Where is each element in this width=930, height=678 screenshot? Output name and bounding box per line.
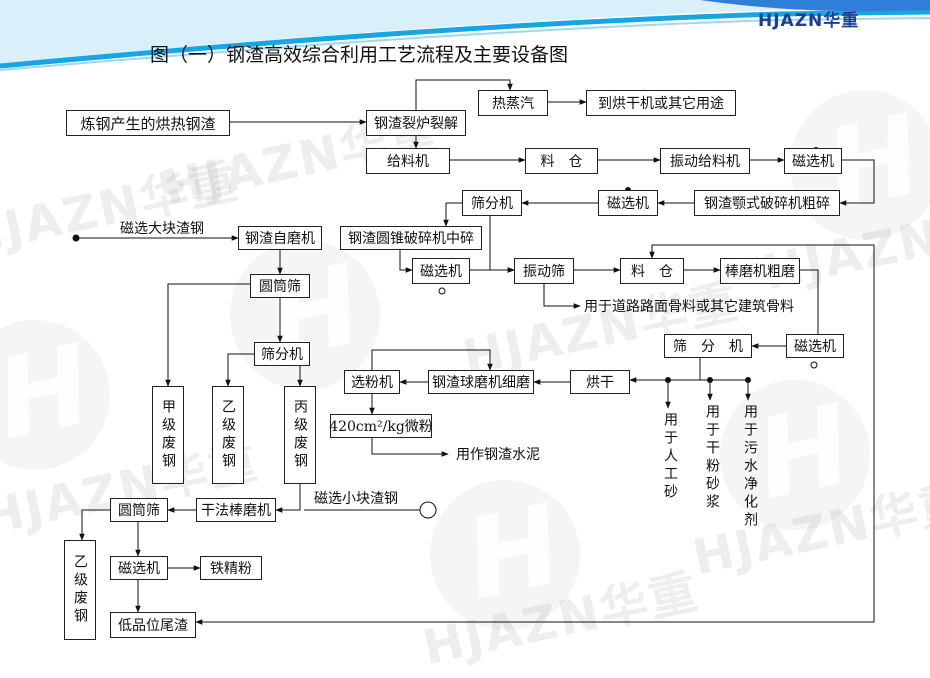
header-band: [0, 0, 930, 71]
drying-box: 烘干: [570, 370, 630, 394]
big-slag-steel-label: 磁选大块渣钢: [120, 221, 204, 237]
vibrating-screen-box: 振动筛: [514, 258, 574, 284]
magnetic-separator-5-box: 磁选机: [110, 556, 168, 580]
magnetic-separator-3-box: 磁选机: [412, 258, 470, 284]
ball-mill-fine-box: 钢渣球磨机细磨: [428, 370, 534, 394]
brand-logo: HJAZN华重: [758, 11, 860, 31]
magnetic-separator-4-box: 磁选机: [786, 334, 844, 358]
pot-crack-box: 钢渣裂炉裂解: [366, 110, 466, 136]
dryer-use-box: 到烘干机或其它用途: [586, 90, 736, 116]
autogenous-mill-box: 钢渣自磨机: [238, 226, 322, 250]
cone-crusher-box: 钢渣圆锥破碎机中碎: [340, 226, 482, 250]
tailings-box: 低品位尾渣: [110, 612, 196, 638]
flow-connectors: [72, 79, 875, 625]
silo-2-box: 料 仓: [620, 258, 684, 284]
page-title: 图（一）钢渣高效综合利用工艺流程及主要设备图: [150, 44, 569, 66]
road-aggregate-label: 用于道路路面骨料或其它建筑骨料: [584, 299, 794, 315]
drum-screen-1-box: 圆筒筛: [250, 274, 310, 298]
grade-a-scrap-box: 甲级废钢: [152, 386, 184, 484]
grade-c-scrap-box: 丙级废钢: [284, 386, 316, 484]
feeder-box: 给料机: [366, 148, 450, 174]
steam-box: 热蒸汽: [478, 90, 548, 116]
cement-label: 用作钢渣水泥: [456, 447, 540, 463]
magnetic-separator-1-box: 磁选机: [784, 148, 842, 174]
vibrating-feeder-box: 振动给料机: [660, 148, 750, 174]
screener-1-box: 筛分机: [462, 190, 522, 216]
iron-powder-box: 铁精粉: [200, 556, 262, 580]
screener-2-box: 筛分机: [254, 342, 310, 366]
hot-slag-box: 炼钢产生的烘热钢渣: [66, 110, 230, 136]
dry-rod-mill-box: 干法棒磨机: [196, 498, 276, 522]
drum-screen-2-box: 圆筒筛: [110, 498, 168, 522]
grade-b-scrap-2-box: 乙级废钢: [64, 540, 96, 640]
grade-b-scrap-1-box: 乙级废钢: [212, 386, 244, 484]
powder-separator-box: 选粉机: [344, 370, 400, 394]
silo-1-box: 料 仓: [525, 148, 598, 174]
dry-mortar-label: 用于干粉砂浆: [704, 404, 720, 512]
micro-powder-box: 420cm²/kg微粉: [329, 414, 433, 438]
jaw-crusher-box: 钢渣颚式破碎机粗碎: [694, 190, 840, 216]
screener-3-box: 筛 分 机: [664, 334, 752, 358]
small-slag-steel-label: 磁选小块渣钢: [314, 491, 398, 507]
rod-mill-coarse-box: 棒磨机粗磨: [720, 258, 800, 284]
artificial-sand-label: 用于人工砂: [662, 412, 678, 502]
water-purifier-label: 用于污水净化剂: [742, 404, 758, 530]
magnetic-separator-2-box: 磁选机: [598, 190, 658, 216]
